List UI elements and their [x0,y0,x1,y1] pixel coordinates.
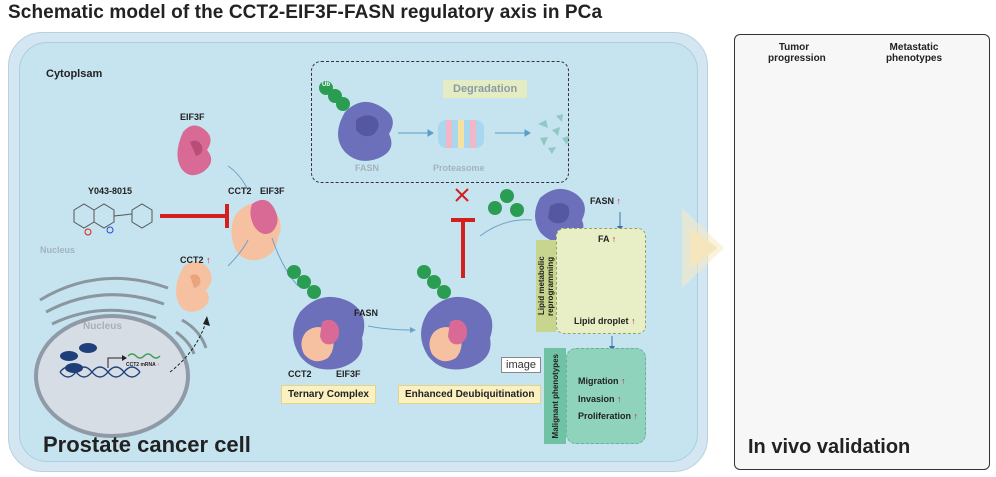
nucleus-faded-label: Nucleus [40,245,76,255]
inhibit-deubiquitination [451,218,475,278]
ub-chain-degradation [319,81,350,111]
complex-assembly-arrows [227,165,299,287]
proteasome-label: Proteasome [433,163,485,173]
to-enhanced-arrow [367,325,411,331]
eif3f-label: EIF3F [180,112,205,122]
ternary-complex-box: Ternary Complex [281,385,376,404]
complex-eif3f-label: EIF3F [260,186,285,196]
fasn-degradation-label: FASN [355,163,380,173]
transcription-arrow [107,357,122,368]
peptide-fragments [538,114,569,154]
ternary-eif3f-label: EIF3F [336,369,361,379]
free-ub [488,189,524,217]
eif3f-protein [177,125,212,176]
in-vivo-caption: In vivo validation [748,436,911,458]
to-fasn-arrow [479,219,533,237]
image-placeholder-tag: image [501,357,541,373]
figure-title: Schematic model of the CCT2-EIF3F-FASN r… [8,2,603,23]
to-enhanced-arrowhead [410,327,416,333]
mrna-strand [127,353,161,359]
migration-label: Migration ↑ [578,376,626,386]
invasion-label: Invasion ↑ [578,394,622,404]
prostate-cancer-cell-caption: Prostate cancer cell [43,432,251,457]
malignant-tab: Malignant phenotypes [544,348,566,444]
malignant-phenotypes-box [566,348,646,444]
metastatic-phenotypes-heading: Metastatic phenotypes [885,42,943,64]
tumor-progression-heading: Tumor progression [768,42,826,64]
cct2-eif3f-complex [231,199,281,261]
degradation-arrows [398,129,531,137]
fasn-up-label: FASN ↑ [590,196,622,206]
lipid-droplet-label: Lipid droplet ↑ [574,316,636,326]
mrna-export-arrow [169,321,207,373]
ub-label: Ub [322,82,330,88]
lipid-reprog-tab: Lipid metabolic reprogramming [536,240,556,332]
proteasome-shape [438,120,484,148]
enhanced-complex-shape [421,296,493,370]
y043-8015-label: Y043-8015 [88,186,133,196]
y043-8015-structure [73,203,153,236]
lipid-reprog-label: Lipid metabolic reprogramming [537,256,555,316]
inhibit-arrow-drug [160,204,229,228]
ub-chain-enhanced [417,265,451,299]
blocked-x-mark [455,188,469,202]
in-vivo-panel [734,34,990,470]
ub-chain-complex [287,265,321,299]
nucleus-label: Nucleus [83,321,122,332]
endoplasmic-reticulum [39,276,208,355]
degradation-tag: Degradation [443,80,528,98]
lipid-metabolism-box [556,228,646,334]
degradation-box [311,61,569,183]
transcription-factors [60,343,97,373]
cct2-up-label: CCT2 ↑ [180,255,211,265]
complex-cct2-label: CCT2 [228,186,252,196]
fasn-protein-degradation [338,101,393,161]
ternary-complex-shape [293,296,365,370]
enhanced-deubiquitination-box: Enhanced Deubiquitination [398,385,542,404]
proliferation-label: Proliferation ↑ [578,411,639,421]
ternary-fasn-label: FASN [354,308,379,318]
malignant-label: Malignant phenotypes [550,353,560,439]
ternary-cct2-label: CCT2 [288,369,312,379]
mrna-label: CCT2 mRNA ↑ [126,362,160,368]
cct2-protein-free [176,261,212,312]
fa-up-label: FA ↑ [598,234,617,244]
cytoplasm-label: Cytoplsam [46,68,103,80]
